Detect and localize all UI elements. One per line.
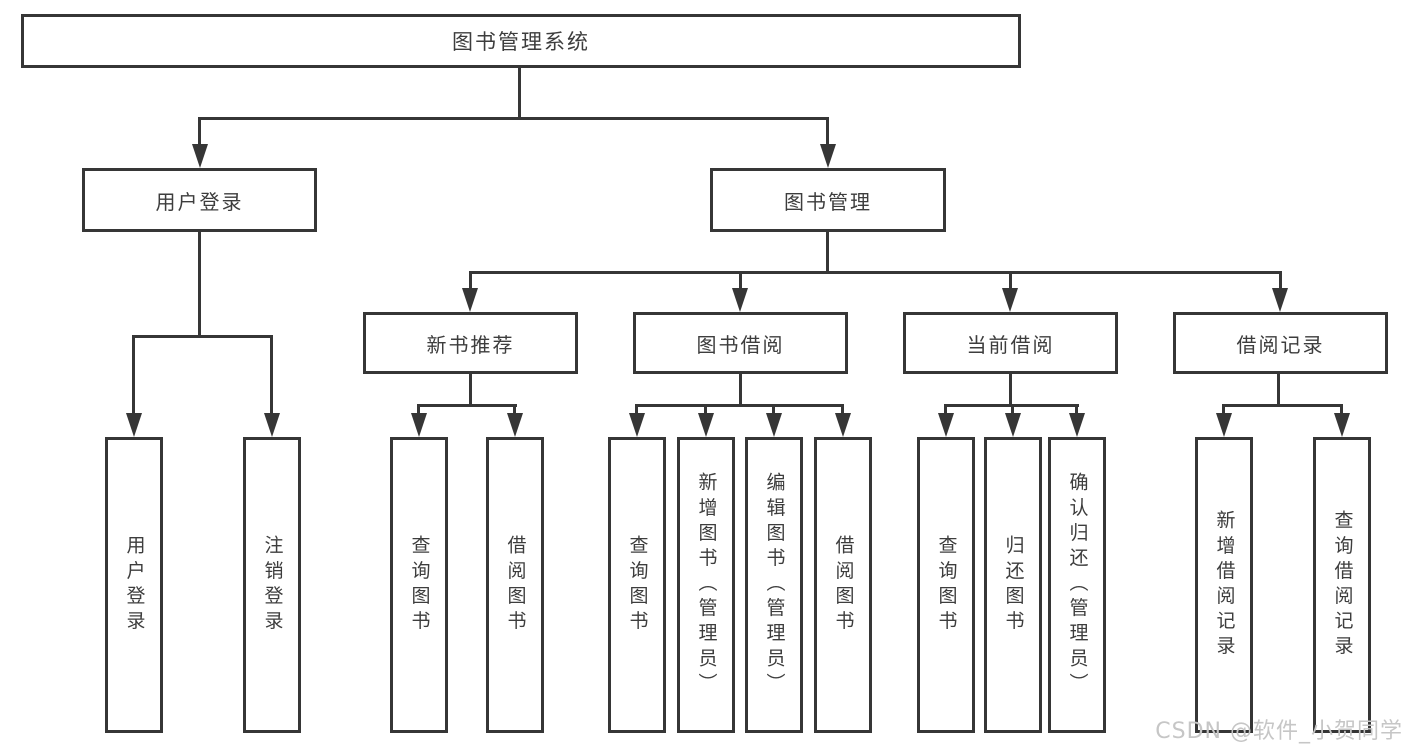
edge-recommend-rail <box>417 404 517 407</box>
leaf-query-books-recommend-label: 查询图书 <box>408 534 431 636</box>
edge-bookmgmt-leg3 <box>1009 271 1012 291</box>
arrowhead-return-books <box>1005 413 1021 437</box>
edge-current-leg2 <box>1011 404 1014 417</box>
edge-recommend-leg2 <box>513 404 516 417</box>
node-borrow-records-label: 借阅记录 <box>1236 332 1325 357</box>
edge-borrowing-rail <box>635 404 844 407</box>
csdn-watermark: CSDN @软件_小贺同学 <box>1155 719 1403 744</box>
leaf-query-books-recommend: 查询图书 <box>390 437 448 733</box>
arrowhead-borrow-records <box>1272 288 1288 312</box>
leaf-query-borrow-record: 查询借阅记录 <box>1313 437 1371 733</box>
edge-borrowing-leg1 <box>635 404 638 417</box>
leaf-borrow-books-recommend: 借阅图书 <box>486 437 544 733</box>
leaf-confirm-return-admin-label: 确认归还（管理员） <box>1066 472 1089 698</box>
edge-borrowing-stem <box>739 374 742 407</box>
edge-current-stem <box>1009 374 1012 407</box>
leaf-add-books-admin: 新增图书（管理员） <box>677 437 735 733</box>
leaf-add-borrow-record-label: 新增借阅记录 <box>1213 509 1236 661</box>
node-current-borrowing: 当前借阅 <box>903 312 1118 374</box>
arrowhead-confirm-return <box>1069 413 1085 437</box>
edge-userlogin-leg1 <box>132 335 135 416</box>
node-current-borrowing-label: 当前借阅 <box>966 332 1055 357</box>
leaf-borrow-books-label: 借阅图书 <box>832 534 855 636</box>
leaf-return-books: 归还图书 <box>984 437 1042 733</box>
leaf-add-borrow-record: 新增借阅记录 <box>1195 437 1253 733</box>
edge-bookmgmt-leg2 <box>739 271 742 291</box>
arrowhead-book-borrowing <box>732 288 748 312</box>
edge-records-leg2 <box>1340 404 1343 417</box>
edge-recommend-stem <box>469 374 472 407</box>
node-new-book-recommend-label: 新书推荐 <box>426 332 515 357</box>
node-user-login-label: 用户登录 <box>155 189 244 214</box>
leaf-user-login: 用户登录 <box>105 437 163 733</box>
arrowhead-new-book-recommend <box>462 288 478 312</box>
edge-records-stem <box>1277 374 1280 407</box>
edge-current-leg3 <box>1075 404 1078 417</box>
arrowhead-leaf-user-login <box>126 413 142 437</box>
edge-borrowing-leg4 <box>841 404 844 417</box>
node-book-management-label: 图书管理 <box>784 189 872 214</box>
leaf-borrow-books: 借阅图书 <box>814 437 872 733</box>
node-book-management: 图书管理 <box>710 168 946 232</box>
edge-root-leg-left <box>198 117 201 147</box>
edge-bookmgmt-stem <box>826 232 829 274</box>
edge-recommend-leg1 <box>417 404 420 417</box>
leaf-user-login-label: 用户登录 <box>123 534 146 636</box>
edge-records-leg1 <box>1222 404 1225 417</box>
edge-bookmgmt-rail <box>469 271 1282 274</box>
arrowhead-book-management <box>820 144 836 168</box>
leaf-query-books-current-label: 查询图书 <box>935 534 958 636</box>
edge-root-rail <box>198 117 829 120</box>
node-user-login: 用户登录 <box>82 168 317 232</box>
edge-root-stem <box>518 68 521 120</box>
edge-userlogin-rail <box>132 335 273 338</box>
leaf-query-books-borrowing: 查询图书 <box>608 437 666 733</box>
leaf-logout: 注销登录 <box>243 437 301 733</box>
arrowhead-query-borrow-record <box>1334 413 1350 437</box>
edge-userlogin-leg2 <box>270 335 273 416</box>
arrowhead-add-books-admin <box>698 413 714 437</box>
leaf-add-books-admin-label: 新增图书（管理员） <box>695 472 718 698</box>
leaf-query-borrow-record-label: 查询借阅记录 <box>1331 509 1354 661</box>
arrowhead-edit-books-admin <box>766 413 782 437</box>
leaf-query-books-current: 查询图书 <box>917 437 975 733</box>
node-book-borrowing-label: 图书借阅 <box>696 332 785 357</box>
edge-current-leg1 <box>944 404 947 417</box>
arrowhead-borrow-books-recommend <box>507 413 523 437</box>
leaf-confirm-return-admin: 确认归还（管理员） <box>1048 437 1106 733</box>
arrowhead-borrow-books <box>835 413 851 437</box>
edge-borrowing-leg2 <box>704 404 707 417</box>
node-root: 图书管理系统 <box>21 14 1021 68</box>
leaf-edit-books-admin-label: 编辑图书（管理员） <box>763 472 786 698</box>
arrowhead-add-borrow-record <box>1216 413 1232 437</box>
edge-borrowing-leg3 <box>772 404 775 417</box>
leaf-logout-label: 注销登录 <box>261 534 284 636</box>
leaf-edit-books-admin: 编辑图书（管理员） <box>745 437 803 733</box>
arrowhead-leaf-logout <box>264 413 280 437</box>
edge-bookmgmt-leg4 <box>1279 271 1282 291</box>
arrowhead-user-login <box>192 144 208 168</box>
node-book-borrowing: 图书借阅 <box>633 312 848 374</box>
edge-bookmgmt-leg1 <box>469 271 472 291</box>
node-borrow-records: 借阅记录 <box>1173 312 1388 374</box>
leaf-return-books-label: 归还图书 <box>1002 534 1025 636</box>
edge-userlogin-stem <box>198 232 201 338</box>
arrowhead-query-books-recommend <box>411 413 427 437</box>
leaf-borrow-books-recommend-label: 借阅图书 <box>504 534 527 636</box>
edge-root-leg-right <box>826 117 829 147</box>
arrowhead-current-borrowing <box>1002 288 1018 312</box>
leaf-query-books-borrowing-label: 查询图书 <box>626 534 649 636</box>
arrowhead-query-books-current <box>938 413 954 437</box>
node-root-label: 图书管理系统 <box>452 30 590 54</box>
node-new-book-recommend: 新书推荐 <box>363 312 578 374</box>
edge-records-rail <box>1222 404 1343 407</box>
arrowhead-query-books-borrowing <box>629 413 645 437</box>
